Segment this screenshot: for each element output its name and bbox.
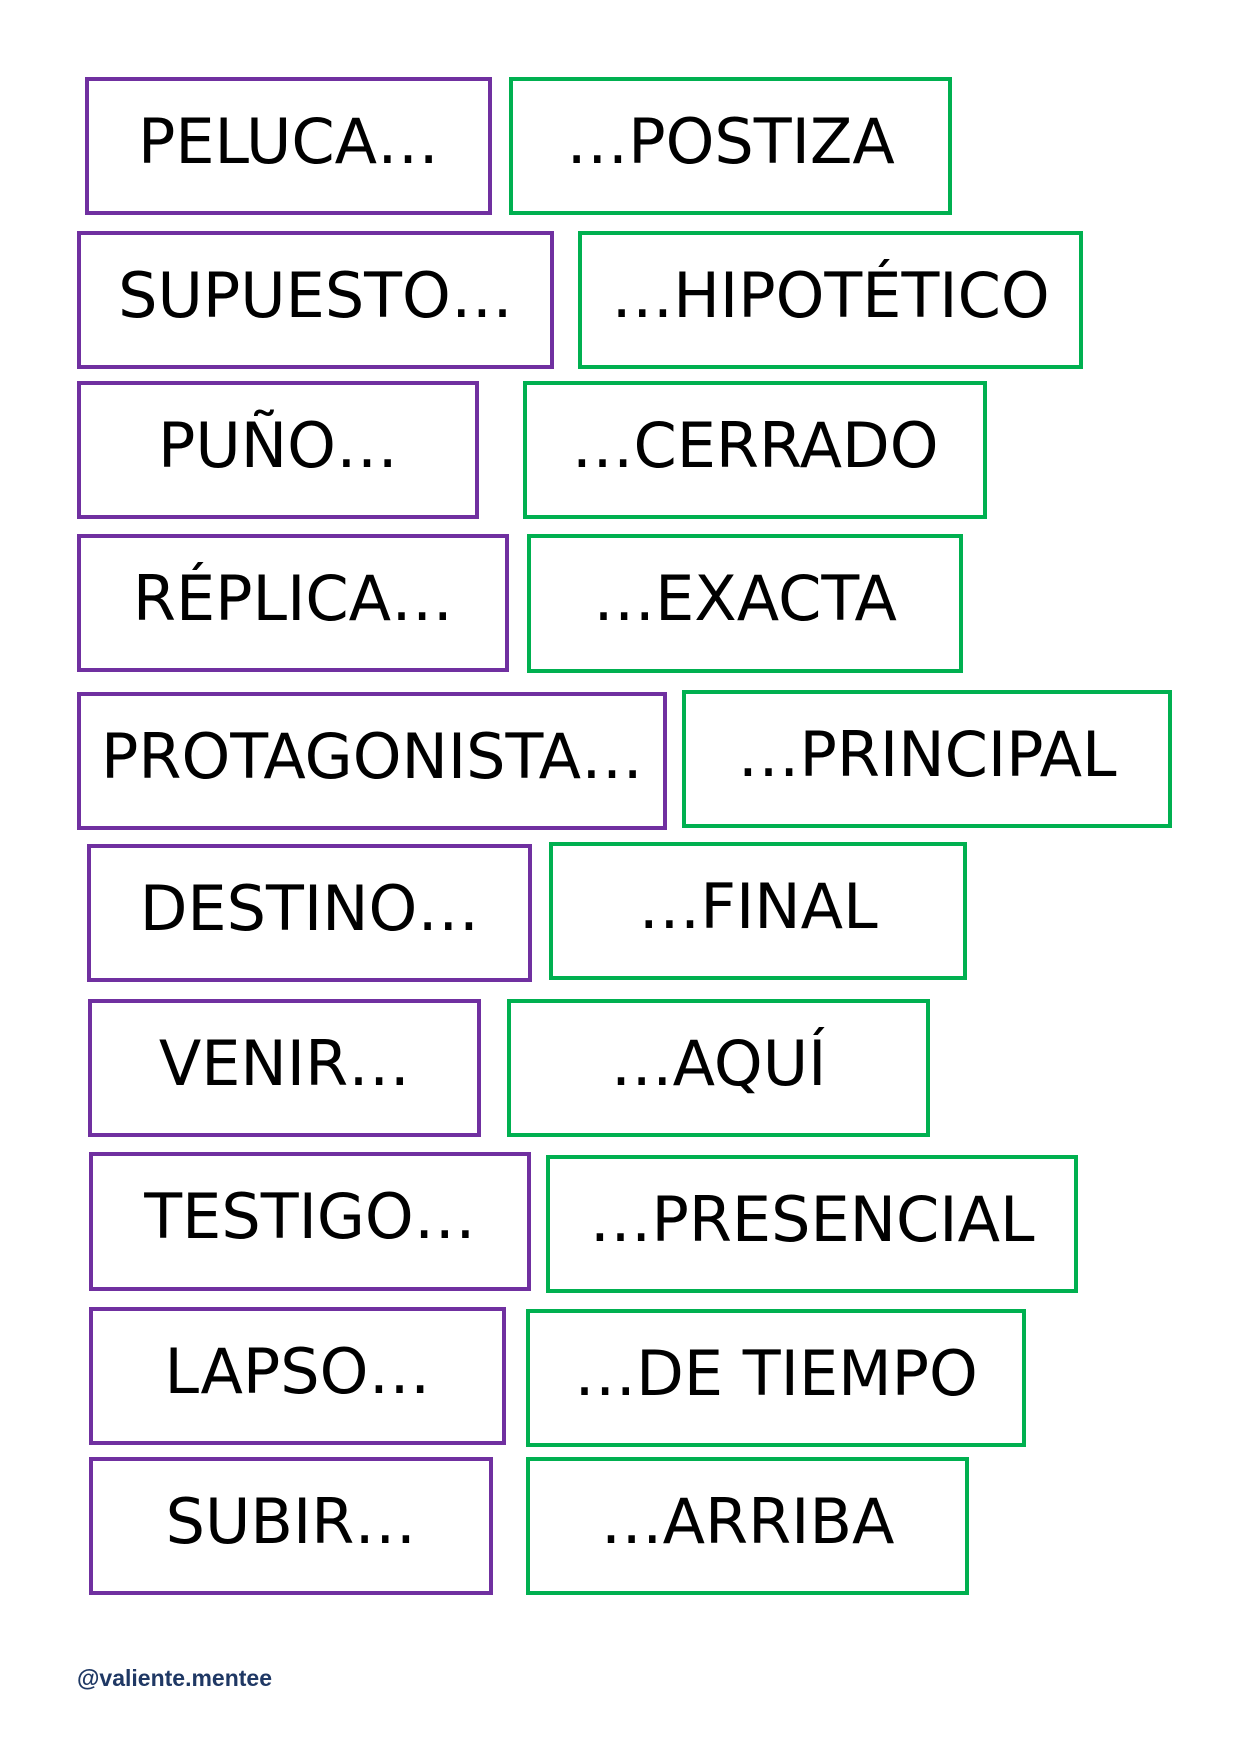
card-start-9-text: LAPSO… (164, 1334, 431, 1408)
card-start-5: PROTAGONISTA… (77, 692, 667, 830)
card-end-9-text: …DE TIEMPO (574, 1336, 978, 1410)
card-start-9: LAPSO… (89, 1307, 506, 1445)
card-end-6-text: …FINAL (638, 869, 878, 943)
card-end-1-text: …POSTIZA (566, 104, 895, 178)
card-end-4-text: …EXACTA (593, 562, 897, 635)
card-start-4: RÉPLICA… (77, 534, 509, 672)
card-end-3-text: …CERRADO (571, 408, 939, 482)
card-start-5-text: PROTAGONISTA… (101, 719, 643, 793)
card-end-3: …CERRADO (523, 381, 987, 519)
card-start-1-text: PELUCA… (137, 104, 440, 178)
card-start-7-text: VENIR… (158, 1026, 411, 1100)
card-start-2-text: SUPUESTO… (118, 258, 513, 332)
card-start-4-text: RÉPLICA… (132, 561, 454, 635)
card-end-10: …ARRIBA (526, 1457, 969, 1595)
card-start-3: PUÑO… (77, 381, 479, 519)
card-end-1: …POSTIZA (509, 77, 952, 215)
card-end-6: …FINAL (549, 842, 967, 980)
card-end-5: …PRINCIPAL (682, 690, 1172, 828)
card-start-8: TESTIGO… (89, 1152, 531, 1291)
card-end-2-text: …HIPOTÉTICO (611, 258, 1050, 332)
card-start-6-text: DESTINO… (139, 871, 480, 945)
card-end-5-text: …PRINCIPAL (737, 717, 1117, 791)
card-start-1: PELUCA… (85, 77, 492, 215)
card-end-4: …EXACTA (527, 534, 963, 673)
card-start-10-text: SUBIR… (165, 1484, 417, 1558)
card-start-7: VENIR… (88, 999, 481, 1137)
author-credit: @valiente.mentee (77, 1665, 273, 1691)
card-end-8: …PRESENCIAL (546, 1155, 1078, 1293)
card-start-8-text: TESTIGO… (144, 1180, 476, 1253)
card-end-7: …AQUÍ (507, 999, 930, 1137)
card-start-3-text: PUÑO… (158, 408, 398, 482)
card-start-10: SUBIR… (89, 1457, 493, 1595)
card-end-2: …HIPOTÉTICO (578, 231, 1083, 369)
card-start-6: DESTINO… (87, 844, 532, 982)
card-start-2: SUPUESTO… (77, 231, 554, 369)
card-end-9: …DE TIEMPO (526, 1309, 1026, 1447)
card-end-8-text: …PRESENCIAL (589, 1182, 1035, 1256)
card-end-7-text: …AQUÍ (610, 1026, 827, 1100)
card-end-10-text: …ARRIBA (600, 1484, 895, 1558)
